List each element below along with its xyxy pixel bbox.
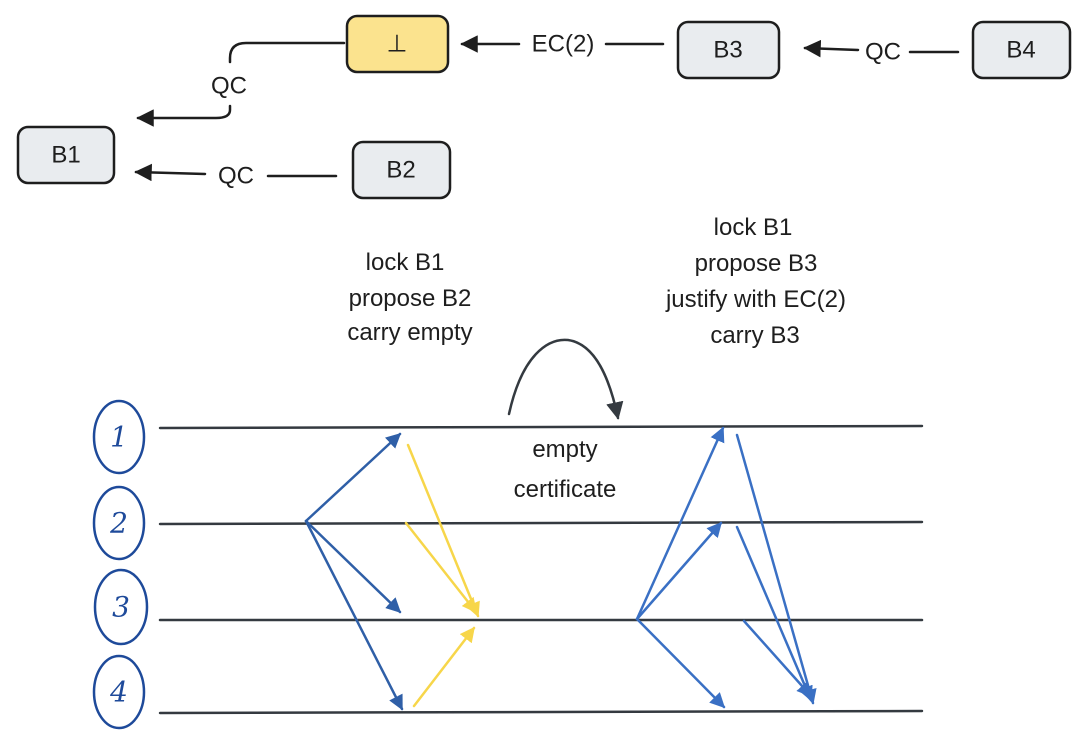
edge-b2-to-b1-label: QC	[218, 163, 254, 190]
block-b1: B1	[16, 125, 116, 185]
block-bottom: ⊥	[345, 14, 450, 74]
note-right-line-3: justify with EC(2)	[665, 286, 846, 313]
msg-r3-to-r4-propose	[635, 617, 726, 709]
msg-r3-to-r1-propose	[635, 426, 725, 621]
timeline-replica-2	[158, 520, 924, 526]
note-center-line-1: empty	[532, 436, 597, 463]
replica-1: 1	[92, 399, 146, 475]
msg-r2-to-r4-propose	[304, 519, 404, 711]
block-b4-label: B4	[1006, 37, 1035, 64]
edge-bottom-to-b1-upper	[228, 41, 346, 64]
timeline-replica-4	[158, 709, 924, 715]
note-left-line-2: propose B2	[349, 285, 472, 312]
msg-r3-to-r2-propose	[635, 521, 723, 621]
msg-r4-to-r3-vote	[412, 626, 476, 708]
block-b1-label: B1	[51, 142, 80, 169]
replica-4-label: 4	[109, 676, 128, 709]
replica-1-label: 1	[110, 421, 128, 454]
block-b2: B2	[351, 140, 452, 200]
msg-r2-to-r3-vote	[404, 521, 478, 614]
msg-r1-to-r3-vote	[406, 443, 480, 618]
edge-bottom-to-b1-label: QC	[211, 73, 247, 100]
block-b3: B3	[676, 20, 781, 80]
replica-3-label: 3	[112, 591, 130, 624]
block-b3-label: B3	[713, 37, 742, 64]
replica-2: 2	[92, 485, 146, 561]
note-right-line-4: carry B3	[710, 322, 799, 349]
note-right: lock B1 propose B3 justify with EC(2) ca…	[665, 214, 846, 349]
note-right-line-2: propose B3	[695, 250, 818, 277]
empty-certificate-curve-arrow	[507, 338, 624, 420]
note-left-line-3: carry empty	[347, 319, 472, 346]
block-bottom-label: ⊥	[387, 31, 408, 58]
msg-r2-to-r1-propose	[304, 432, 402, 523]
replica-3: 3	[93, 568, 149, 646]
block-b2-label: B2	[386, 157, 415, 184]
msg-r2-to-r3-propose	[304, 519, 402, 614]
note-right-line-1: lock B1	[714, 214, 793, 241]
note-center: empty certificate	[514, 436, 617, 503]
note-left-line-1: lock B1	[366, 249, 445, 276]
msg-r3-to-r4-vote	[742, 619, 813, 698]
msg-r2-to-r4-vote	[735, 525, 813, 702]
note-left: lock B1 propose B2 carry empty	[347, 249, 472, 346]
edge-bottom-to-b1-lower	[136, 104, 232, 127]
edge-b3-to-bottom-label: EC(2)	[532, 31, 595, 58]
edge-b4-to-b3-left	[803, 39, 860, 58]
edge-b2-to-b1-left	[134, 163, 207, 182]
replica-2-label: 2	[109, 507, 128, 540]
msg-r1-to-r4-vote	[735, 433, 817, 705]
timeline-replica-1	[158, 424, 924, 430]
note-center-line-2: certificate	[514, 476, 617, 503]
edge-b4-to-b3-label: QC	[865, 39, 901, 66]
replica-4: 4	[92, 654, 146, 730]
block-b4: B4	[971, 20, 1072, 80]
